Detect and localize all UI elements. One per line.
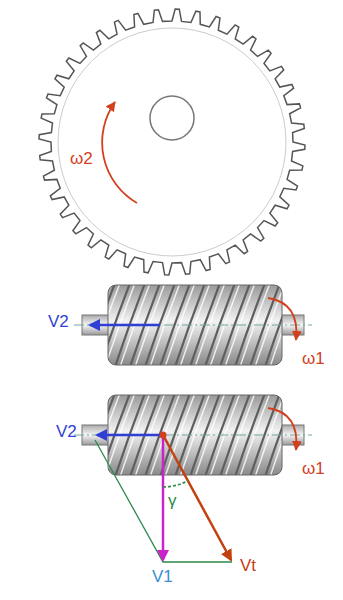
gear-hub — [150, 96, 194, 140]
angle-arc — [163, 481, 188, 487]
rotation-arrow — [268, 298, 296, 340]
velocity-arrow — [97, 434, 163, 437]
axis-line — [74, 435, 312, 436]
worm — [70, 283, 315, 367]
velocity-label: ω1 — [302, 350, 325, 369]
angle-label: γ — [168, 492, 177, 511]
rotation-arrow — [268, 408, 296, 450]
axis-line — [74, 325, 312, 326]
velocity-label: V2 — [56, 423, 77, 442]
rotation-arrow — [102, 102, 137, 203]
gear-teeth — [39, 9, 305, 275]
worm — [70, 393, 315, 477]
worm-wheel — [39, 9, 305, 275]
velocity-label: V2 — [48, 313, 69, 332]
velocity-label: Vt — [240, 557, 256, 576]
worm-shafts — [70, 283, 315, 477]
velocity-label: ω1 — [302, 460, 325, 479]
velocity-arrow — [90, 324, 160, 327]
velocity-arrow — [163, 435, 231, 560]
gear-root-ring — [58, 28, 286, 256]
contact-point — [160, 432, 167, 439]
velocity-label: V1 — [152, 568, 173, 587]
velocity-arrow — [162, 435, 165, 560]
velocity-label: ω2 — [70, 150, 93, 169]
